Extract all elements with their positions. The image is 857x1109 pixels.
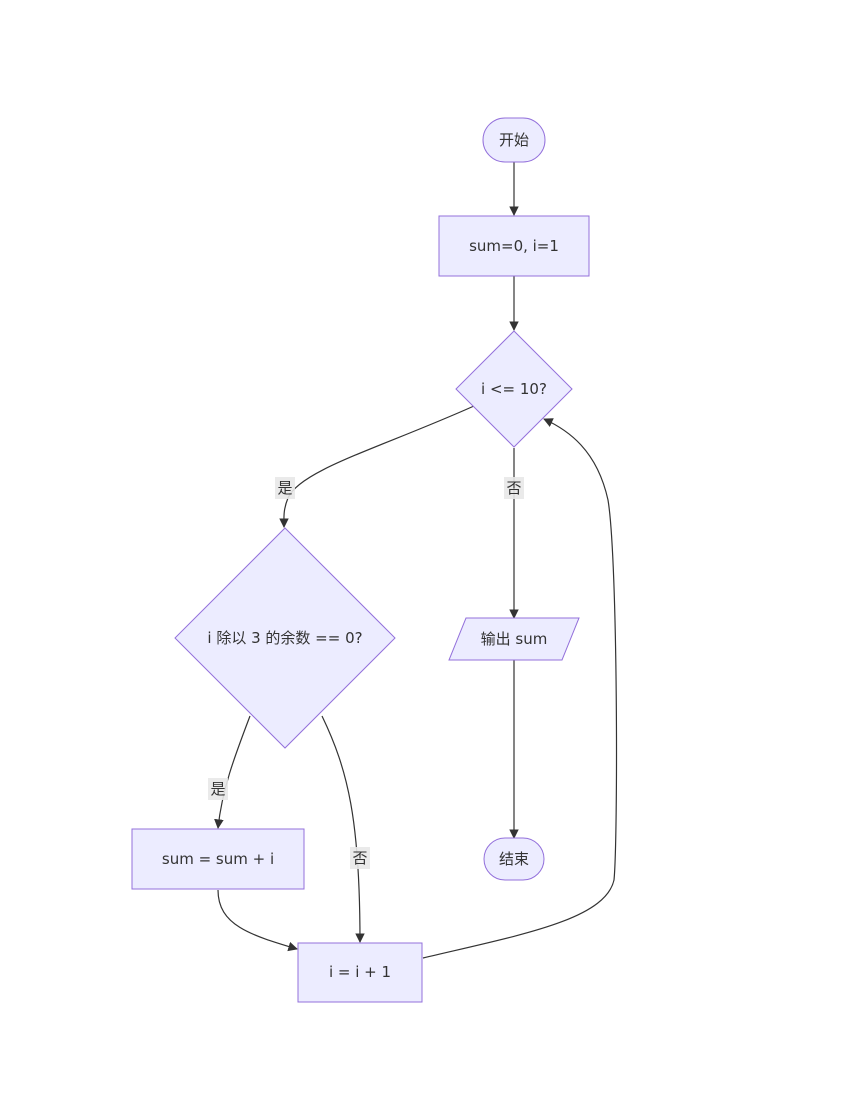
edge-add-to-increment xyxy=(217,889,298,952)
mod-condition-label: i 除以 3 的余数 == 0? xyxy=(207,629,362,647)
add-node-label: sum = sum + i xyxy=(162,850,274,868)
edge-labels: 是 否 是 否 xyxy=(208,477,524,869)
output-node: 输出 sum xyxy=(448,617,580,661)
edge-cond-mod-no xyxy=(321,715,365,943)
init-node-label: sum=0, i=1 xyxy=(469,237,559,255)
edge-label-mod-yes: 是 xyxy=(208,778,228,800)
mod-condition-node: i 除以 3 的余数 == 0? xyxy=(174,527,396,749)
loop-condition-node: i <= 10? xyxy=(455,330,573,448)
edge-label-loop-yes: 是 xyxy=(275,477,295,499)
edge-label-loop-yes-text: 是 xyxy=(277,479,292,497)
edge-cond-mod-yes xyxy=(214,715,251,829)
init-node: sum=0, i=1 xyxy=(438,215,590,277)
end-node-label: 结束 xyxy=(499,850,529,868)
edges xyxy=(214,162,618,959)
edge-increment-loopback xyxy=(422,418,618,959)
nodes: 开始 sum=0, i=1 i <= 10? i 除以 3 的余数 == 0? … xyxy=(131,117,590,1003)
edge-label-loop-no-text: 否 xyxy=(506,479,521,497)
increment-node: i = i + 1 xyxy=(297,942,423,1003)
edge-label-mod-yes-text: 是 xyxy=(210,780,225,798)
end-node: 结束 xyxy=(483,837,545,881)
edge-cond-loop-yes xyxy=(279,405,475,528)
output-node-label: 输出 sum xyxy=(481,630,548,648)
edge-label-mod-no-text: 否 xyxy=(352,849,367,867)
increment-node-label: i = i + 1 xyxy=(329,963,391,981)
start-node-label: 开始 xyxy=(499,131,529,149)
loop-condition-label: i <= 10? xyxy=(481,380,547,398)
start-node: 开始 xyxy=(482,117,546,163)
edge-label-mod-no: 否 xyxy=(350,847,370,869)
edge-label-loop-no: 否 xyxy=(504,477,524,499)
add-node: sum = sum + i xyxy=(131,828,305,890)
